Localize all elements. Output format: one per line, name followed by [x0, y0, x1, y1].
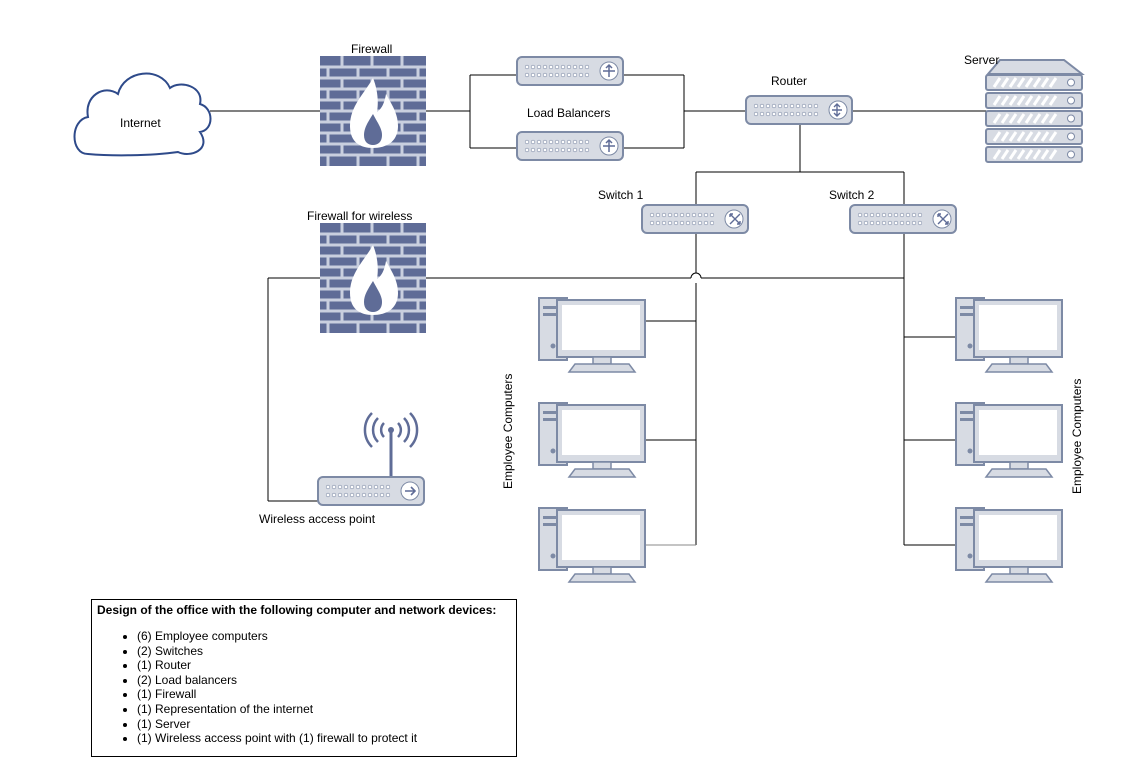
switch1-label: Switch 1 [598, 188, 644, 202]
legend-item: (2) Load balancers [137, 673, 511, 688]
computer-icon [538, 507, 646, 583]
load-balancers-label: Load Balancers [527, 106, 611, 120]
legend-item: (1) Firewall [137, 687, 511, 702]
legend-item: (1) Router [137, 658, 511, 673]
computer-icon [538, 402, 646, 478]
firewall-label: Firewall [351, 42, 393, 56]
load-balancer-icon [516, 56, 624, 86]
switch-icon [641, 204, 749, 234]
legend-item: (1) Representation of the internet [137, 702, 511, 717]
computer-icon [955, 297, 1063, 373]
server-icon [985, 59, 1085, 163]
server-label: Server [964, 53, 1000, 67]
employee-computers-right-label: Employee Computers [1070, 378, 1084, 494]
router-icon [745, 95, 853, 125]
switch2-label: Switch 2 [829, 188, 875, 202]
legend-item: (6) Employee computers [137, 629, 511, 644]
cloud-icon [73, 72, 212, 157]
firewall-wireless-label: Firewall for wireless [307, 209, 413, 223]
connection-lines [210, 74, 988, 546]
legend-title: Design of the office with the following … [97, 603, 497, 617]
firewall-icon [318, 54, 428, 168]
legend-item: (2) Switches [137, 644, 511, 659]
computer-icon [538, 297, 646, 373]
internet-label: Internet [120, 116, 161, 130]
legend-box: Design of the office with the following … [91, 599, 517, 757]
employee-computers-left-label: Employee Computers [501, 373, 515, 489]
router-label: Router [771, 74, 808, 88]
legend-list: (6) Employee computers (2) Switches (1) … [97, 629, 511, 746]
switch-icon [849, 204, 957, 234]
computer-icon [955, 507, 1063, 583]
wireless-ap-label: Wireless access point [259, 512, 376, 526]
computer-icon [955, 402, 1063, 478]
wireless-ap-icon [317, 412, 425, 506]
legend-item: (1) Wireless access point with (1) firew… [137, 731, 511, 746]
load-balancer-icon [516, 131, 624, 161]
legend-item: (1) Server [137, 717, 511, 732]
firewall-wireless-icon [318, 221, 428, 335]
